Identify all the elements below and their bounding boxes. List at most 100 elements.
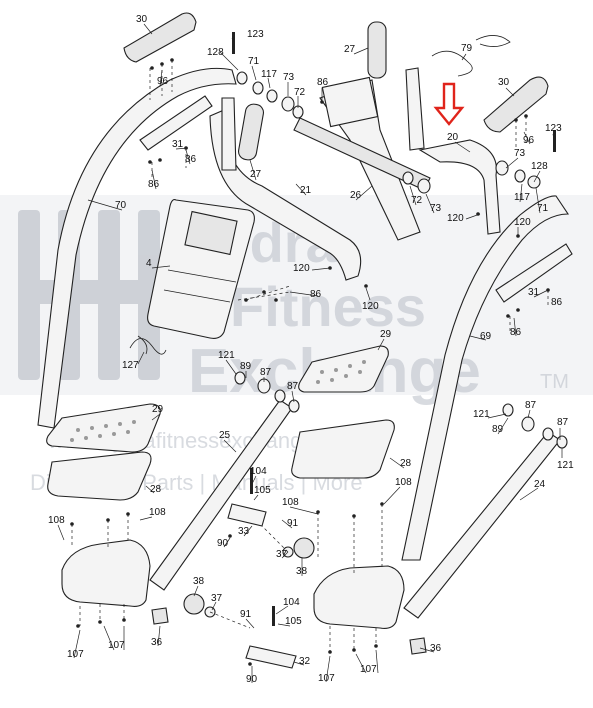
callout-105: 105 xyxy=(285,616,302,627)
callout-96: 96 xyxy=(523,135,535,146)
left-pedal xyxy=(46,403,161,453)
callout-87: 87 xyxy=(525,400,537,411)
callout-86: 86 xyxy=(310,289,322,300)
callout-25: 25 xyxy=(219,430,231,441)
right-crossbar-bracket xyxy=(495,243,573,303)
callout-28: 28 xyxy=(150,484,162,495)
callout-120: 120 xyxy=(514,217,531,228)
callout-90: 90 xyxy=(217,538,229,549)
callout-71: 71 xyxy=(537,203,549,214)
callout-87: 87 xyxy=(287,381,299,392)
callout-108: 108 xyxy=(149,507,166,518)
callout-105: 105 xyxy=(254,485,271,496)
callout-86: 86 xyxy=(148,179,160,190)
right-pedal xyxy=(298,345,389,393)
callout-72: 72 xyxy=(294,87,306,98)
callout-26: 26 xyxy=(350,190,362,201)
callout-69: 69 xyxy=(480,331,492,342)
callout-117: 117 xyxy=(261,69,277,80)
callout-31: 31 xyxy=(528,287,540,298)
grip-27-top xyxy=(367,21,387,79)
callout-108: 108 xyxy=(395,477,412,488)
callout-73: 73 xyxy=(514,148,526,159)
pedal-grip-texture xyxy=(70,360,366,442)
callout-107: 107 xyxy=(67,649,84,660)
callout-79: 79 xyxy=(461,43,473,54)
callout-107: 107 xyxy=(360,664,377,675)
upright-post-left xyxy=(221,97,237,171)
callout-30: 30 xyxy=(498,77,510,88)
callout-38: 38 xyxy=(193,576,205,587)
callout-87: 87 xyxy=(557,417,569,428)
callout-96: 96 xyxy=(157,76,169,87)
callout-86: 86 xyxy=(317,77,329,88)
callout-127: 127 xyxy=(122,360,139,371)
callout-108: 108 xyxy=(282,497,299,508)
callout-121: 121 xyxy=(218,350,235,361)
highlight-arrow xyxy=(433,82,465,126)
wheel-38-left xyxy=(183,593,205,615)
callout-36: 36 xyxy=(151,637,163,648)
console-screen xyxy=(184,210,238,256)
callout-87: 87 xyxy=(260,367,272,378)
left-pivot-arm xyxy=(209,109,362,281)
callout-128: 128 xyxy=(531,161,548,172)
callout-123: 123 xyxy=(545,123,562,134)
callout-29: 29 xyxy=(152,404,164,415)
callout-108: 108 xyxy=(48,515,65,526)
callout-37: 37 xyxy=(276,549,288,560)
clip-36-right xyxy=(409,637,427,655)
callout-86: 86 xyxy=(551,297,563,308)
callout-117: 117 xyxy=(514,192,530,203)
right-arm-tube xyxy=(401,195,570,561)
left-pedal-base xyxy=(47,451,152,501)
callout-121: 121 xyxy=(473,409,490,420)
cable-79 xyxy=(431,35,511,77)
callout-86: 86 xyxy=(185,154,197,165)
callout-123: 123 xyxy=(247,29,264,40)
callout-89: 89 xyxy=(240,361,252,372)
cable-127 xyxy=(129,335,167,355)
callout-120: 120 xyxy=(362,301,379,312)
callout-21: 21 xyxy=(300,185,312,196)
console-keypad xyxy=(163,269,237,303)
callout-72: 72 xyxy=(411,195,423,206)
upright-post-right xyxy=(405,67,425,151)
callout-120: 120 xyxy=(447,213,464,224)
callout-33: 33 xyxy=(238,526,250,537)
callout-89: 89 xyxy=(492,424,504,435)
callout-29: 29 xyxy=(380,329,392,340)
wheel-38-right xyxy=(293,537,315,559)
right-grip-sleeve xyxy=(483,76,549,133)
bushings xyxy=(234,71,568,449)
callout-30: 30 xyxy=(136,14,148,25)
callout-27: 27 xyxy=(344,44,356,55)
callout-71: 71 xyxy=(248,56,260,67)
callout-128: 128 xyxy=(207,47,224,58)
left-crossbar-bracket xyxy=(139,95,213,151)
left-foot-platform xyxy=(61,539,151,607)
grip-27-left xyxy=(237,103,265,161)
watermark-brand-line2: Fitness xyxy=(230,275,426,338)
callout-121: 121 xyxy=(557,460,574,471)
right-pivot-arm xyxy=(418,139,501,235)
mast-plate xyxy=(321,76,379,128)
callout-37: 37 xyxy=(211,593,223,604)
callout-31: 31 xyxy=(172,139,184,150)
leader-lines xyxy=(57,23,563,683)
callout-20: 20 xyxy=(447,132,459,143)
callout-36: 36 xyxy=(430,643,442,654)
clip-36-left xyxy=(151,607,169,625)
callout-120: 120 xyxy=(293,263,310,274)
left-arm-tube xyxy=(37,67,237,429)
callout-4: 4 xyxy=(146,258,152,269)
callout-107: 107 xyxy=(108,640,125,651)
callout-32: 32 xyxy=(299,656,311,667)
callout-104: 104 xyxy=(250,466,267,477)
watermark-trademark: TM xyxy=(540,371,569,393)
right-pedal-base xyxy=(291,419,395,479)
callout-70: 70 xyxy=(115,200,127,211)
bracket-33 xyxy=(227,503,267,527)
left-grip-sleeve xyxy=(123,12,197,63)
